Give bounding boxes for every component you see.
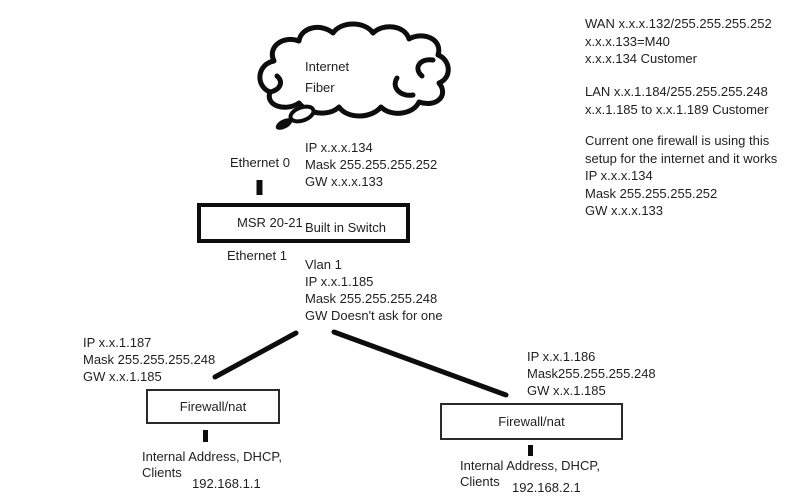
vlan-to-left-firewall-line [212, 330, 299, 380]
internet-cloud-icon [257, 21, 451, 119]
note-line: LAN x.x.1.184/255.255.255.248 [585, 84, 768, 99]
config-line: IP x.x.1.186 [527, 349, 596, 364]
config-line: GW x.x.x.133 [305, 174, 384, 189]
config-line: Mask 255.255.255.248 [83, 352, 216, 367]
firewall-right-box: Firewall/nat [440, 403, 623, 440]
note-line: x.x.x.134 Customer [585, 51, 697, 66]
ethernet0-label: Ethernet 0 [230, 155, 290, 170]
config-line: Vlan 1 [305, 257, 342, 272]
note-line: Current one firewall is using this [585, 133, 770, 148]
config-line: GW Doesn't ask for one [305, 308, 443, 323]
note-line: Mask 255.255.255.252 [585, 185, 718, 201]
config-line: IP x.x.1.185 [305, 274, 374, 289]
note-line: GW x.x.x.133 [585, 203, 664, 218]
config-line: IP x.x.1.187 [83, 335, 152, 350]
config-line: Mask 255.255.255.248 [305, 291, 438, 306]
notes-current-block: Current one firewall is using this setup… [585, 132, 777, 220]
left-lan-ip: 192.168.1.1 [192, 476, 261, 491]
lan-line: Clients [460, 474, 500, 489]
config-line: GW x.x.1.185 [83, 369, 162, 384]
cloud-label: Internet Fiber [305, 56, 349, 98]
firewall-label: Firewall/nat [179, 399, 247, 414]
config-line: Mask255.255.255.248 [527, 366, 656, 381]
vlan-config-text: Vlan 1 IP x.x.1.185 Mask 255.255.255.248… [305, 256, 443, 324]
right-lan-ip: 192.168.2.1 [512, 480, 581, 495]
cloud-tail-bubble-icon [288, 104, 316, 124]
vlan-to-right-firewall-line [331, 329, 509, 398]
right-lan-text: Internal Address, DHCP, Clients [460, 458, 600, 490]
lan-line: Internal Address, DHCP, [142, 449, 282, 464]
right-firewall-wan-config: IP x.x.1.186 Mask255.255.255.248 GW x.x.… [527, 348, 656, 399]
config-line: Mask 255.255.255.252 [305, 157, 438, 172]
note-line: IP x.x.x.134 [585, 168, 653, 183]
note-line: setup for the internet and it works [585, 150, 778, 166]
left-firewall-wan-config: IP x.x.1.187 Mask 255.255.255.248 GW x.x… [83, 334, 215, 385]
cloud-label-line: Internet [305, 59, 350, 74]
router-feature-label: Built in Switch [305, 220, 386, 235]
notes-wan-block: WAN x.x.x.132/255.255.255.252 x.x.x.133=… [585, 15, 772, 68]
config-line: IP x.x.x.134 [305, 140, 373, 155]
left-lan-text: Internal Address, DHCP, Clients [142, 449, 282, 481]
config-line: GW x.x.1.185 [527, 383, 606, 398]
ethernet1-label: Ethernet 1 [227, 248, 287, 263]
note-line: x.x.x.133=M40 [585, 33, 670, 49]
firewall-label: Firewall/nat [498, 414, 565, 429]
firewall-left-box: Firewall/nat [146, 389, 280, 424]
router-model-label: MSR 20-21 [237, 215, 303, 230]
router-box: MSR 20-21 Built in Switch [197, 203, 410, 243]
cloud-label-line: Fiber [305, 80, 335, 95]
cloud-tail-dot-icon [275, 118, 293, 130]
lan-line: Clients [142, 465, 182, 480]
lan-line: Internal Address, DHCP, [460, 458, 600, 473]
ethernet0-config-text: IP x.x.x.134 Mask 255.255.255.252 GW x.x… [305, 139, 437, 190]
note-line: WAN x.x.x.132/255.255.255.252 [585, 16, 772, 31]
note-line: x.x.1.185 to x.x.1.189 Customer [585, 101, 769, 117]
notes-lan-block: LAN x.x.1.184/255.255.255.248 x.x.1.185 … [585, 83, 769, 118]
